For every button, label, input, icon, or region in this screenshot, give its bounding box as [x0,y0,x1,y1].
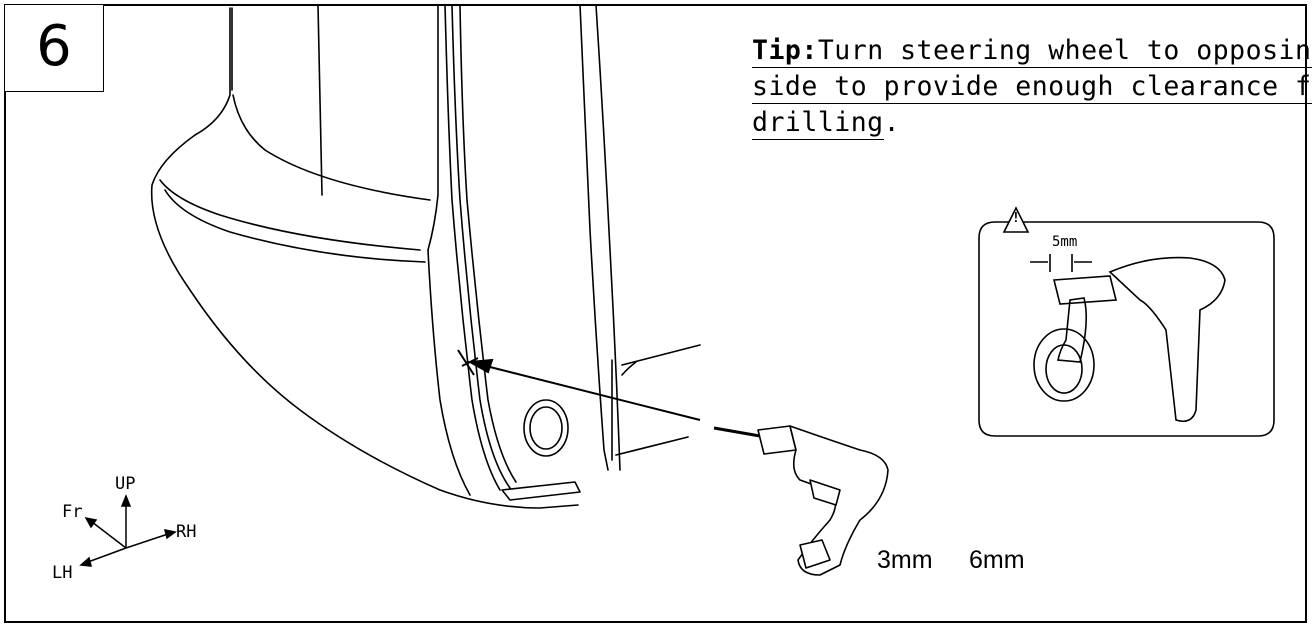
tip-text: Tip:Turn steering wheel to opposing side… [752,33,1312,141]
drill-bit-small: 3mm [877,546,933,574]
tip-line-1: Turn steering wheel to opposing [817,35,1312,66]
axis-label-up: UP [115,474,136,494]
detail-callout [978,206,1275,437]
tip-line-3: drilling [752,107,884,140]
tip-line-3-end: . [883,107,901,138]
warning-mark: ! [1012,211,1020,226]
dimension-label: 5mm [1052,234,1078,250]
outer-border [4,4,1307,623]
warning-triangle-icon [1002,206,1030,233]
drill-tool [713,425,889,576]
tip-line-2: side to provide enough clearance for [752,71,1312,104]
step-number-box: 6 [5,5,104,92]
orientation-axes [79,493,177,567]
axis-label-right: RH [176,522,197,542]
drill-bit-large: 6mm [969,546,1025,574]
axis-label-left: LH [52,563,73,583]
axis-label-front: Fr [62,502,83,522]
drill-point-arrow [457,349,701,421]
tip-label: Tip: [752,35,818,66]
step-number: 6 [36,14,72,79]
vehicle-bumper [150,4,701,509]
